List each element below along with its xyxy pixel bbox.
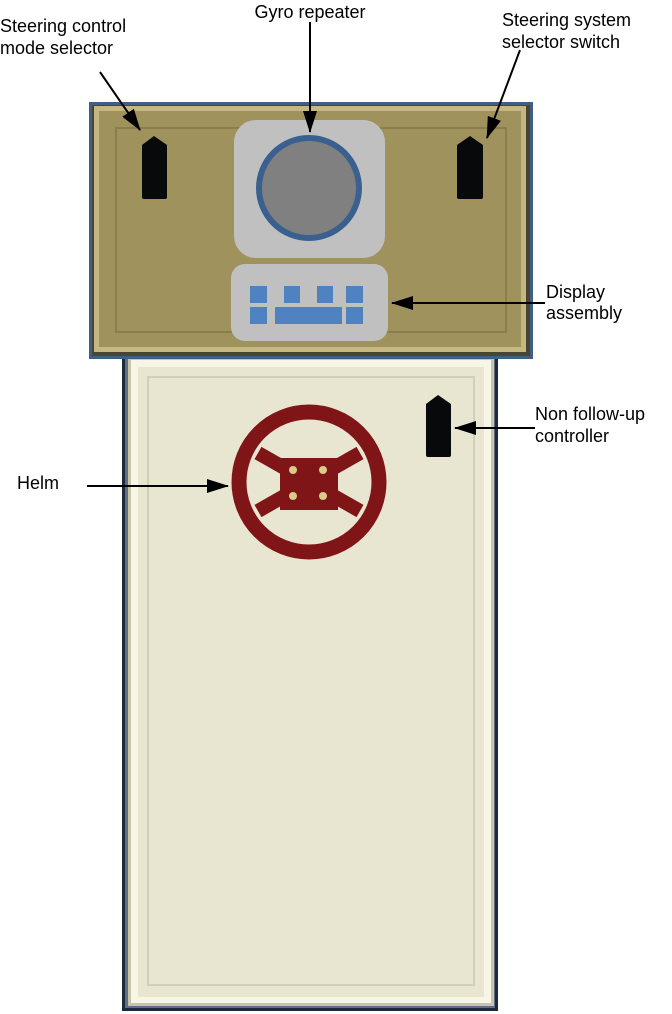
display-assembly: [231, 264, 388, 341]
steering-system-selector-switch[interactable]: [457, 136, 483, 199]
callout-arrows: [87, 22, 545, 493]
label-helm: Helm: [17, 473, 59, 493]
steering-control-mode-selector[interactable]: [142, 136, 167, 199]
helm-wheel[interactable]: [231, 404, 387, 560]
label-gyro-repeater: Gyro repeater: [254, 2, 365, 22]
label-display-assembly: Display assembly: [546, 282, 622, 323]
non-follow-up-controller[interactable]: [426, 395, 451, 457]
label-steering-control-mode-selector: Steering control mode selector: [0, 16, 131, 58]
helm-bolts: [289, 466, 327, 500]
label-steering-system-selector-switch: Steering system selector switch: [502, 10, 636, 52]
gyro-repeater: [234, 120, 385, 258]
label-non-follow-up-controller: Non follow-up controller: [535, 404, 650, 446]
display-keys: [250, 286, 363, 324]
